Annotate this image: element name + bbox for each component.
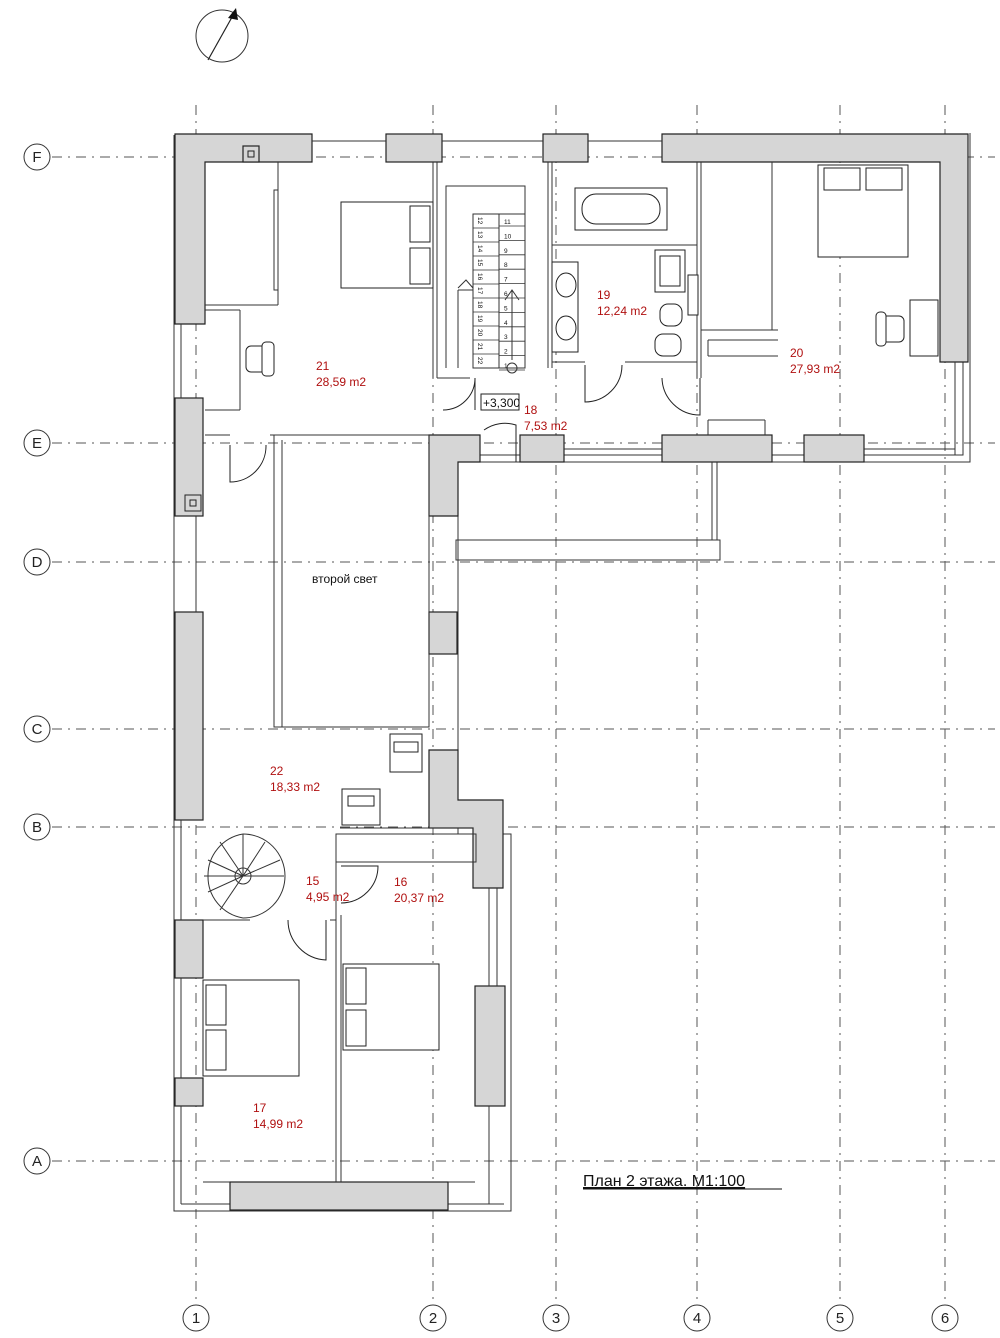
room-label-15: 15 4,95 m2 [306, 874, 350, 904]
stair-step-label: 15 [476, 259, 483, 267]
col-axis-bubble-2: 2 [419, 1304, 447, 1332]
svg-text:4: 4 [693, 1310, 701, 1327]
stair-step-label: 1 [504, 363, 508, 370]
room-label-20: 20 27,93 m2 [790, 346, 840, 376]
svg-text:1: 1 [192, 1310, 200, 1327]
svg-text:E: E [32, 435, 42, 452]
room-label-17: 17 14,99 m2 [253, 1101, 303, 1131]
stair-step-label: 4 [504, 320, 508, 327]
svg-text:20,37 m2: 20,37 m2 [394, 891, 444, 905]
stair-step-label: 10 [504, 233, 512, 240]
door-swings [229, 364, 701, 961]
stair-step-label: 2 [504, 349, 508, 356]
stair-step-label: 18 [476, 301, 483, 309]
bed-room-17-icon [202, 979, 300, 1077]
stair-step-label: 19 [476, 315, 483, 323]
room-label-22: 22 18,33 m2 [270, 764, 320, 794]
svg-text:21: 21 [316, 359, 330, 373]
room-label-18: 18 7,53 m2 [524, 403, 568, 433]
room-label-21: 21 28,59 m2 [316, 359, 366, 389]
walls [174, 133, 969, 1211]
stair-step-label: 6 [504, 291, 508, 298]
row-axis-bubble-E: E [23, 429, 51, 457]
row-axis-bubble-B: B [23, 813, 51, 841]
plan-title: План 2 этажа. М1:100 [583, 1173, 745, 1190]
svg-text:3: 3 [552, 1310, 560, 1327]
stair-step-label: 17 [476, 287, 483, 295]
interior-partitions [180, 140, 956, 1204]
svg-text:7,53 m2: 7,53 m2 [524, 419, 568, 433]
stair-step-label: 5 [504, 305, 508, 312]
armchair-room-20-icon [875, 311, 905, 347]
col-axis-bubble-3: 3 [542, 1304, 570, 1332]
sinks-icon [551, 261, 579, 353]
svg-text:17: 17 [253, 1101, 267, 1115]
stair-step-label: 14 [476, 245, 483, 253]
svg-text:20: 20 [790, 346, 804, 360]
bed-room-16-icon [342, 963, 440, 1051]
spiral-staircase [204, 833, 286, 919]
armchair-room-21-icon [245, 341, 275, 377]
col-axis-bubble-5: 5 [826, 1304, 854, 1332]
svg-text:12,24 m2: 12,24 m2 [597, 304, 647, 318]
stair-step-label: 7 [504, 277, 508, 284]
row-axis-bubble-F: F [23, 143, 51, 171]
row-axis-bubble-C: C [23, 715, 51, 743]
room-label-16: 16 20,37 m2 [394, 875, 444, 905]
bathtub-icon [574, 187, 668, 231]
level-mark: +3,300 [480, 393, 520, 411]
svg-text:14,99 m2: 14,99 m2 [253, 1117, 303, 1131]
svg-text:28,59 m2: 28,59 m2 [316, 375, 366, 389]
svg-text:F: F [32, 149, 41, 166]
row-axis-bubble-A: A [23, 1147, 51, 1175]
svg-text:5: 5 [836, 1310, 844, 1327]
svg-text:22: 22 [270, 764, 284, 778]
stair-step-label: 22 [476, 357, 483, 365]
shower-and-toilets-icon [654, 249, 699, 357]
col-axis-bubble-4: 4 [683, 1304, 711, 1332]
stair-step-label: 11 [504, 219, 511, 226]
stair-step-label: 16 [476, 273, 483, 281]
chairs-hall-icon [341, 733, 423, 826]
stair-step-label: 3 [504, 334, 508, 341]
svg-text:+3,300: +3,300 [483, 396, 520, 410]
svg-text:18,33 m2: 18,33 m2 [270, 780, 320, 794]
svg-text:19: 19 [597, 288, 611, 302]
stair-step-label: 8 [504, 262, 508, 269]
col-axis-bubble-6: 6 [931, 1304, 959, 1332]
svg-text:18: 18 [524, 403, 538, 417]
stair-step-label: 20 [476, 329, 483, 337]
second-light-label: второй свет [312, 572, 378, 586]
room-label-19: 19 12,24 m2 [597, 288, 647, 318]
col-axis-bubble-1: 1 [182, 1304, 210, 1332]
north-arrow-icon [195, 8, 249, 63]
svg-text:15: 15 [306, 874, 320, 888]
svg-text:D: D [32, 554, 43, 571]
stair-step-label: 13 [476, 231, 483, 239]
svg-text:27,93 m2: 27,93 m2 [790, 362, 840, 376]
svg-text:2: 2 [429, 1310, 437, 1327]
bed-room-21-icon [340, 201, 434, 289]
svg-text:C: C [32, 721, 43, 738]
stair-step-label: 12 [476, 217, 483, 225]
row-axis-bubble-D: D [23, 548, 51, 576]
svg-text:A: A [32, 1153, 42, 1170]
stair-step-label: 9 [504, 248, 508, 255]
svg-text:B: B [32, 819, 42, 836]
stair-step-label: 21 [476, 343, 483, 351]
svg-text:4,95 m2: 4,95 m2 [306, 890, 350, 904]
bed-room-20-icon [817, 164, 939, 357]
svg-text:6: 6 [941, 1310, 949, 1327]
svg-text:16: 16 [394, 875, 408, 889]
